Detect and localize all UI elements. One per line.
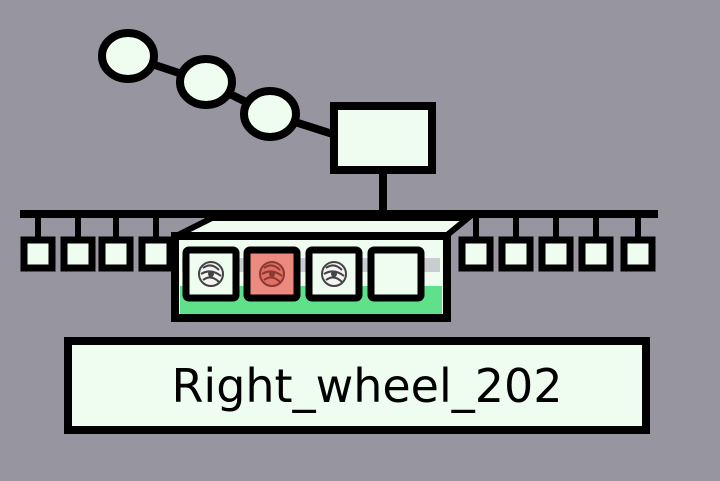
chain-node-1[interactable] xyxy=(98,29,158,83)
node-tray[interactable] xyxy=(171,215,477,322)
bus-port-left-1[interactable] xyxy=(20,214,56,272)
bus-port-left-4[interactable] xyxy=(138,214,174,272)
bus-port-right-3[interactable] xyxy=(538,214,574,272)
chain-node-3[interactable] xyxy=(240,87,300,141)
wheel-icon xyxy=(198,261,224,287)
bus-port-left-3[interactable] xyxy=(98,214,134,272)
node-name-panel: Right_wheel_202 xyxy=(64,337,650,434)
bus-port-right-1[interactable] xyxy=(458,214,494,272)
bus-port-left-2[interactable] xyxy=(60,214,96,272)
bus-port-right-4[interactable] xyxy=(578,214,614,272)
chain-node-2[interactable] xyxy=(176,55,236,109)
bus-port-right-5[interactable] xyxy=(620,214,656,272)
parent-node[interactable] xyxy=(330,102,436,174)
bus-port-right-2[interactable] xyxy=(498,214,534,272)
tray-slot-4[interactable] xyxy=(367,246,425,302)
wheel-icon xyxy=(321,261,347,287)
node-name-label: Right_wheel_202 xyxy=(171,358,563,413)
wheel-icon xyxy=(259,261,285,287)
